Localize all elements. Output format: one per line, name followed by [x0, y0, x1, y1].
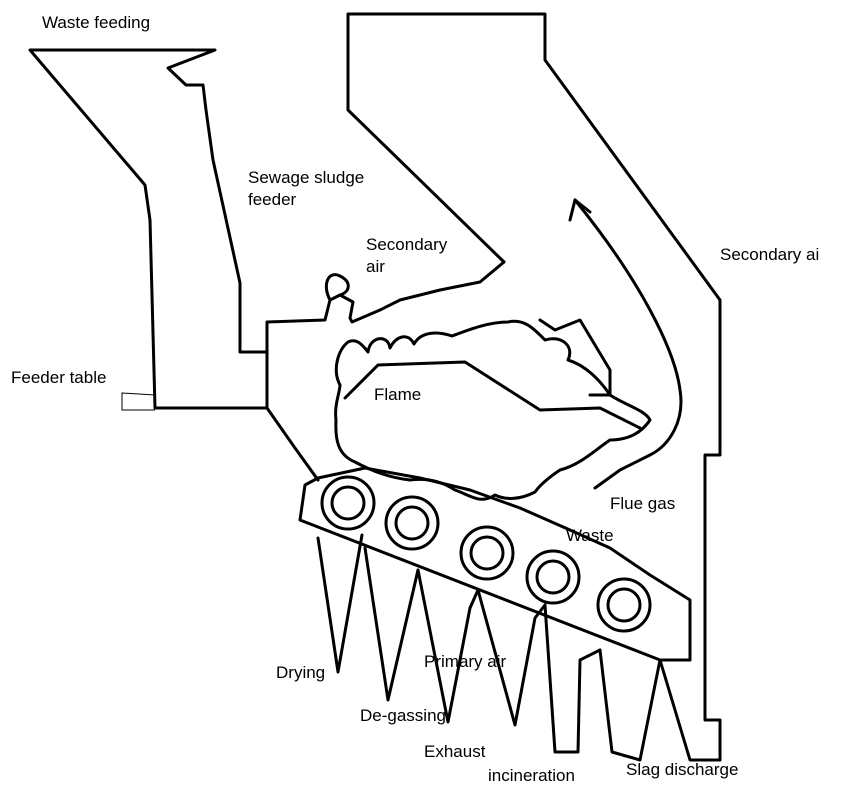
grate-roller-5: [598, 579, 650, 631]
label-flue-gas: Flue gas: [610, 494, 675, 514]
label-incineration: incineration: [488, 766, 575, 786]
feeder-table-ram: [122, 393, 155, 410]
slag-chute: [660, 660, 720, 760]
grate-roller-3: [461, 527, 513, 579]
air-hopper-drying: [318, 535, 362, 672]
air-hopper-degassing: [365, 548, 418, 700]
label-sewage-sludge-feeder-2: feeder: [248, 190, 296, 210]
label-flame: Flame: [374, 385, 421, 405]
label-slag-discharge: Slag discharge: [626, 760, 738, 780]
label-secondary-air-left-1: Secondary: [366, 235, 447, 255]
grate-roller-2: [386, 497, 438, 549]
label-sewage-sludge-feeder-1: Sewage sludge: [248, 168, 364, 188]
label-secondary-air-right: Secondary ai: [720, 245, 819, 265]
label-primary-air: Primary air: [424, 652, 506, 672]
label-feeder-table: Feeder table: [11, 368, 106, 388]
grate-roller-1: [322, 477, 374, 529]
flue-gas-arrow-line: [575, 200, 681, 488]
feeder-ram-line: [155, 408, 318, 480]
label-exhaust: Exhaust: [424, 742, 485, 762]
label-drying: Drying: [276, 663, 325, 683]
feed-hopper: [30, 50, 267, 408]
air-hopper-primary: [418, 570, 478, 722]
label-de-gassing: De-gassing: [360, 706, 446, 726]
label-secondary-air-left-2: air: [366, 257, 385, 277]
grate-roller-4: [527, 551, 579, 603]
rear-wall-inner: [540, 320, 610, 395]
label-waste-feeding: Waste feeding: [42, 13, 150, 33]
air-hopper-burnout: [600, 650, 660, 760]
label-waste: Waste: [566, 526, 614, 546]
